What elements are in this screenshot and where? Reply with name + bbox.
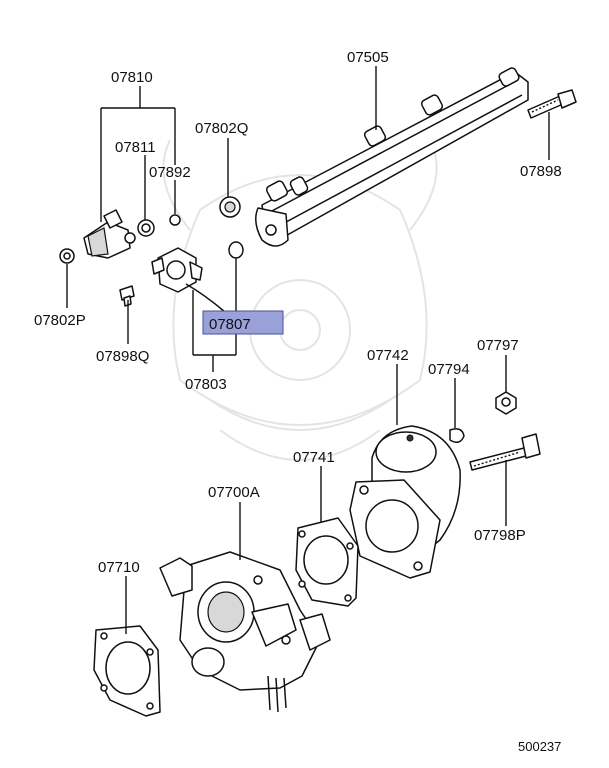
stud-bolt-07798P[interactable] bbox=[469, 433, 541, 471]
label-07798P[interactable]: 07798P bbox=[474, 527, 526, 544]
bolt-07898[interactable] bbox=[527, 89, 577, 119]
label-07802Q[interactable]: 07802Q bbox=[195, 120, 248, 137]
washer-07794[interactable] bbox=[449, 428, 465, 443]
label-07803[interactable]: 07803 bbox=[185, 376, 227, 393]
bushing-07802Q[interactable] bbox=[219, 196, 241, 218]
bolt-07898Q[interactable] bbox=[119, 285, 135, 307]
gasket-07710[interactable] bbox=[93, 625, 161, 717]
label-07794[interactable]: 07794 bbox=[428, 361, 470, 378]
label-07802P[interactable]: 07802P bbox=[34, 312, 86, 329]
label-07710[interactable]: 07710 bbox=[98, 559, 140, 576]
intake-elbow-07742[interactable] bbox=[349, 425, 461, 579]
leader-lines bbox=[66, 66, 550, 634]
ring-07892[interactable] bbox=[169, 214, 181, 226]
fuel-rail-07505[interactable] bbox=[255, 67, 529, 247]
gasket-07741[interactable] bbox=[295, 517, 359, 607]
label-07811[interactable]: 07811 bbox=[115, 139, 156, 156]
nut-07797[interactable] bbox=[495, 391, 517, 415]
diagram-id: 500237 bbox=[518, 739, 561, 754]
label-07807[interactable]: 07807 bbox=[209, 316, 251, 333]
o-ring-07811[interactable] bbox=[137, 219, 155, 237]
label-07898Q[interactable]: 07898Q bbox=[96, 348, 149, 365]
label-07810[interactable]: 07810 bbox=[111, 69, 153, 86]
o-ring-small[interactable] bbox=[228, 241, 244, 259]
label-07797[interactable]: 07797 bbox=[477, 337, 519, 354]
label-07742[interactable]: 07742 bbox=[367, 347, 409, 364]
part-labels: 07810 07811 07892 07802Q 07505 07898 078… bbox=[34, 49, 562, 576]
label-07892[interactable]: 07892 bbox=[149, 164, 191, 181]
washer-07802P[interactable] bbox=[59, 248, 75, 264]
regulator-07803[interactable] bbox=[151, 247, 226, 313]
label-07505[interactable]: 07505 bbox=[347, 49, 389, 66]
label-07741[interactable]: 07741 bbox=[293, 449, 335, 466]
regulator-assembly-07810[interactable] bbox=[83, 209, 136, 259]
label-07898[interactable]: 07898 bbox=[520, 163, 562, 180]
highlight-box-07807 bbox=[202, 310, 284, 335]
label-07700A[interactable]: 07700A bbox=[208, 484, 260, 501]
throttle-body-07700A[interactable] bbox=[159, 551, 331, 713]
